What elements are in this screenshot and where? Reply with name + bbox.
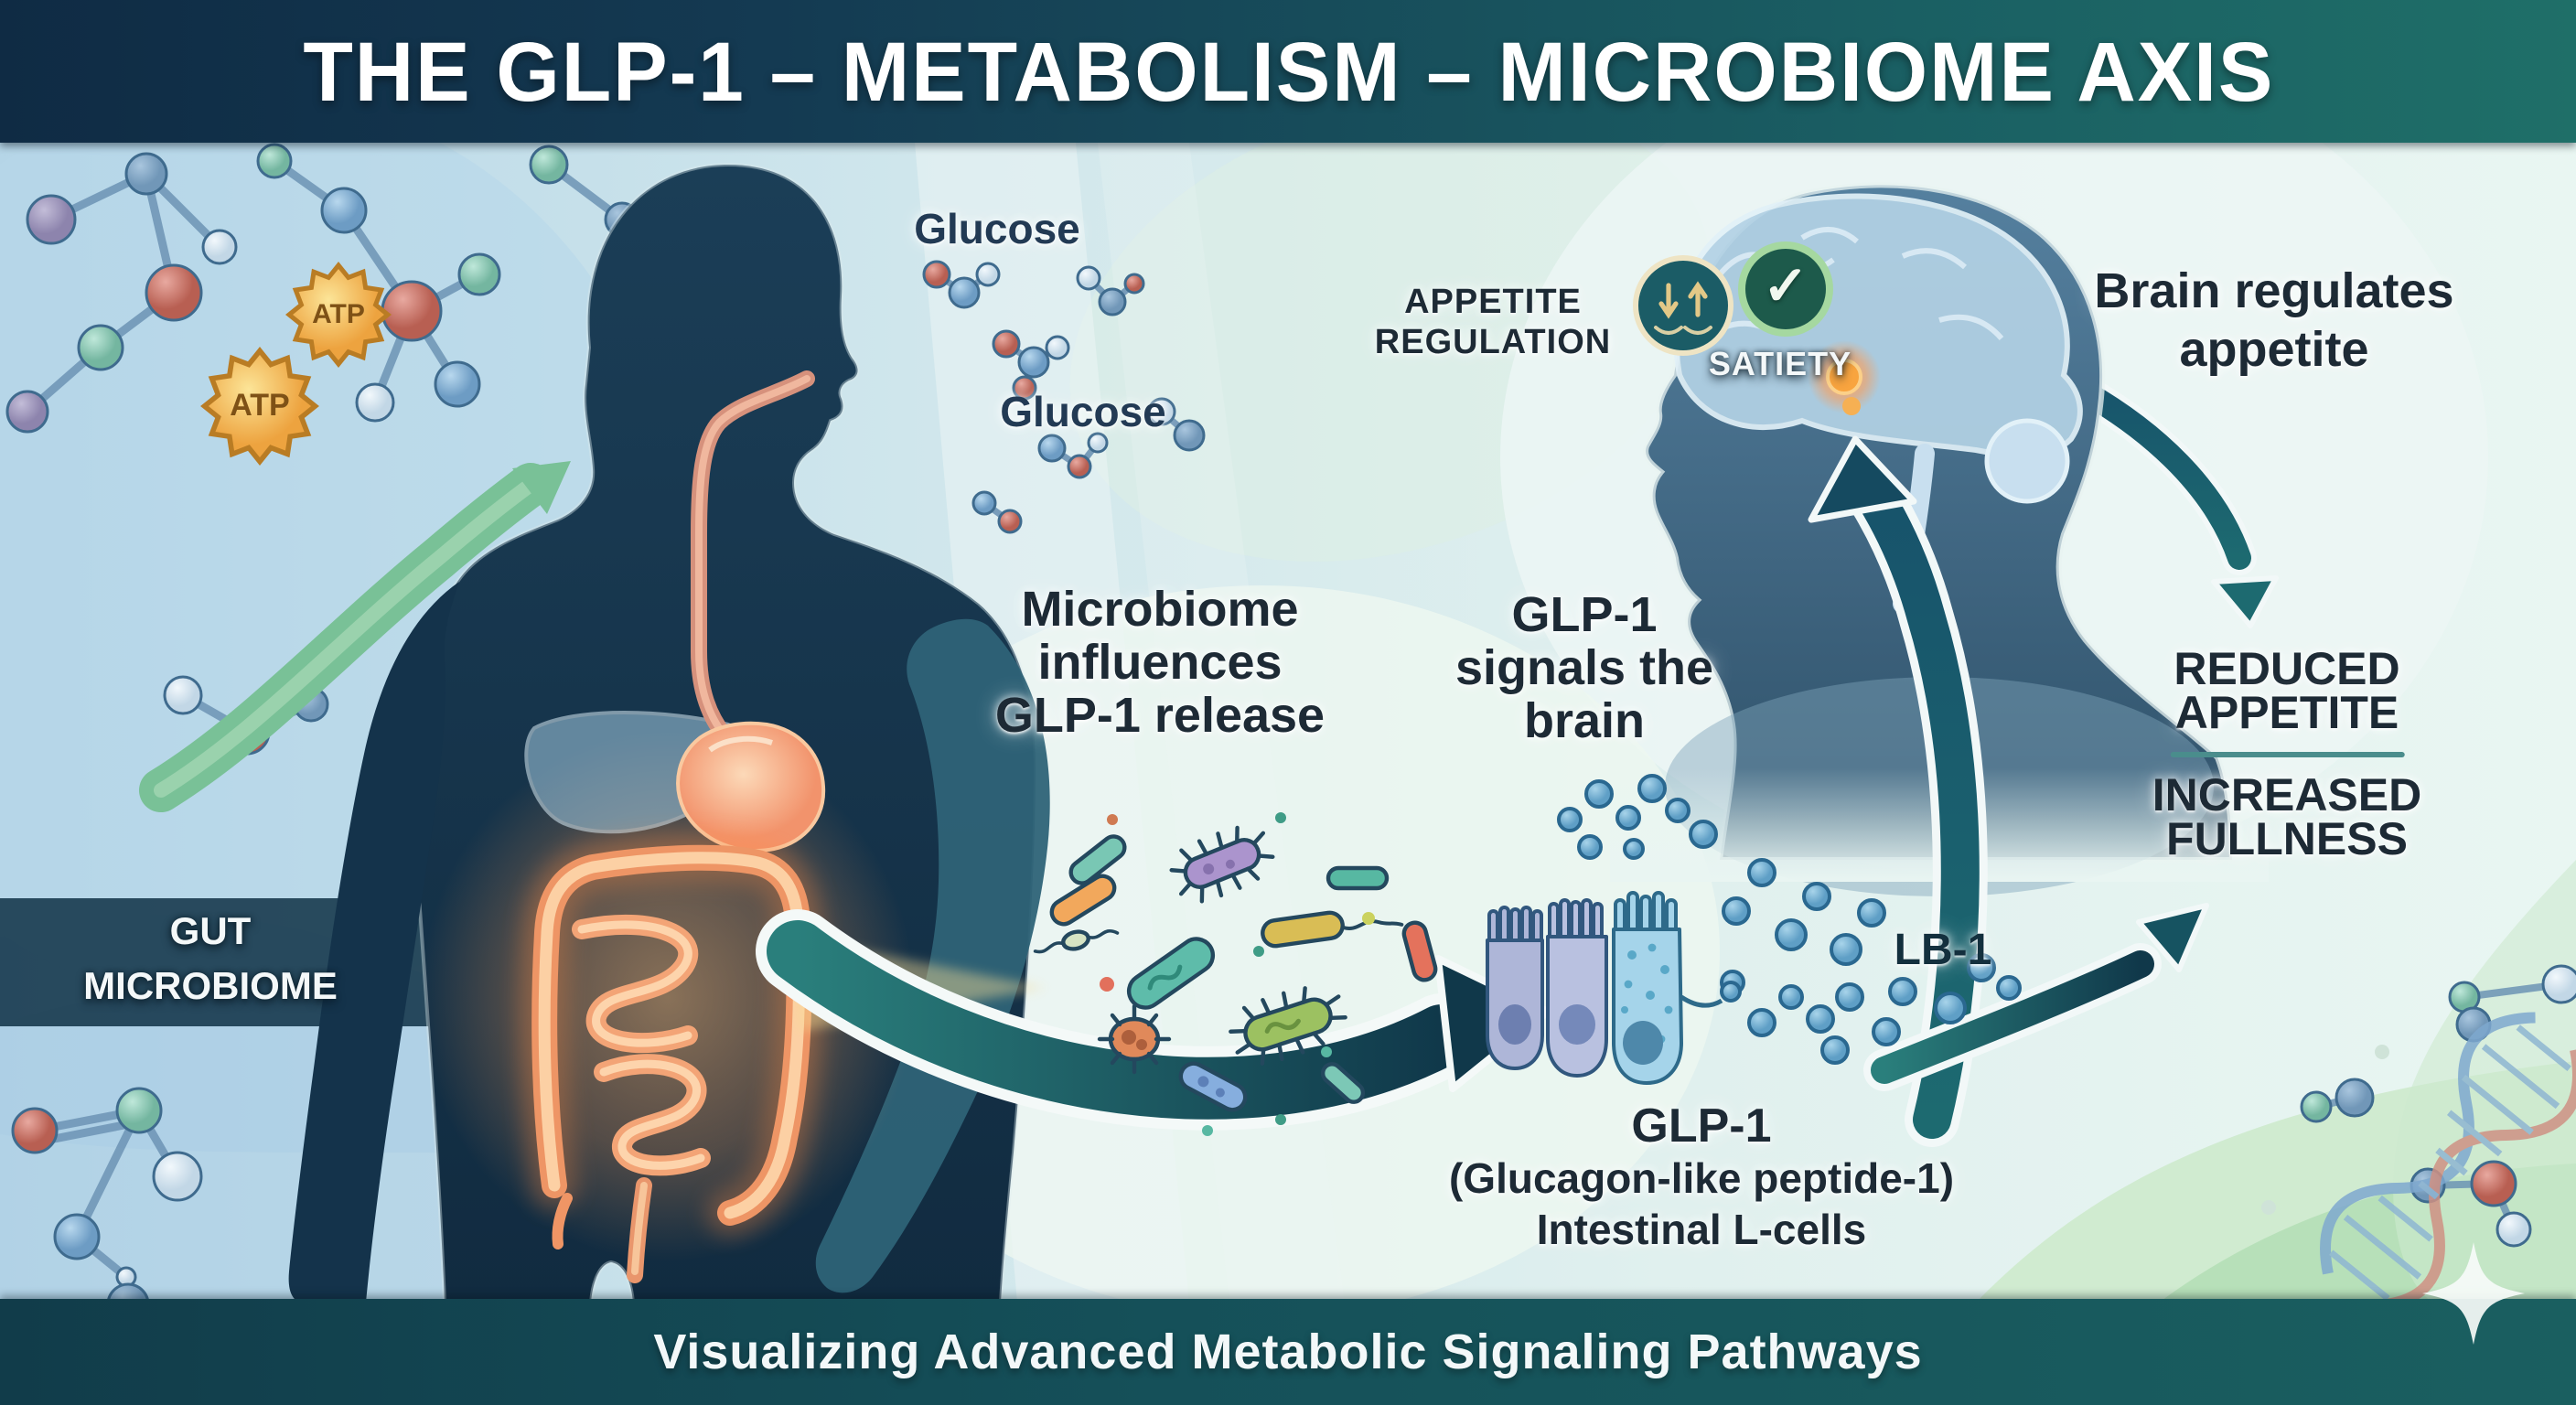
glucose-label-top: Glucose: [914, 205, 1080, 254]
satiety-check-badge: [1738, 241, 1833, 337]
note-line: signals the: [1454, 640, 1714, 695]
fullness-arrow: [1863, 903, 2209, 1091]
intestinal-lcells: [1486, 891, 1723, 1085]
glucose-text: Glucose: [914, 205, 1080, 252]
note-line: influences: [1037, 635, 1283, 690]
outcome-divider: [2170, 752, 2404, 757]
caption-line: Intestinal L-cells: [1536, 1206, 1867, 1253]
bacterium: [1049, 874, 1117, 927]
gut-line1: GUT: [169, 911, 252, 953]
note-line: appetite: [2179, 322, 2369, 377]
bacterium: [1229, 986, 1347, 1066]
note-line: GLP-1: [1511, 587, 1658, 642]
arrowhead: [1808, 435, 1917, 523]
glucose-label-bottom: Glucose: [1000, 388, 1166, 437]
small-intestine: [552, 914, 711, 1283]
energy-arrow: [139, 461, 571, 812]
page-title: THE GLP-1 – METABOLISM – MICROBIOME AXIS: [302, 24, 2274, 119]
appetite-regulation-label: APPETITE REGULATION: [1375, 284, 1611, 362]
caption-line: (Glucagon-like peptide-1): [1448, 1154, 1955, 1202]
glucose-molecules: [922, 260, 1206, 534]
lcell-2: [1546, 898, 1608, 1078]
bacterium: [1126, 937, 1216, 1010]
microbiome-cluster: [1033, 812, 1438, 1136]
atp-label-1: ATP: [312, 299, 365, 330]
outcome-line: INCREASED: [2152, 770, 2422, 821]
bacterium: [1401, 920, 1438, 982]
sparkle-icon: [2422, 1242, 2525, 1345]
bacterium: [1033, 929, 1120, 954]
caption-line: GLP-1: [1631, 1098, 1772, 1153]
appetite-balance-badge: [1633, 255, 1733, 356]
gut-line2: MICROBIOME: [83, 966, 338, 1008]
note-line: Microbiome: [1021, 582, 1299, 637]
note-line: Brain regulates: [2094, 263, 2454, 318]
page-subtitle: Visualizing Advanced Metabolic Signaling…: [653, 1324, 1923, 1378]
lcell-1: [1486, 906, 1544, 1070]
microbiome-influences-note: Microbiome influences GLP-1 release: [994, 582, 1326, 743]
right-arm: [815, 618, 1050, 1293]
cerebellum: [1984, 418, 2070, 504]
satiety-label: SATIETY: [1709, 346, 1852, 384]
gut-microbiome-label: GUT MICROBIOME: [83, 906, 338, 1015]
bacterium: [1068, 834, 1127, 885]
atp-label-2: ATP: [230, 388, 290, 423]
outcomes-block: REDUCED APPETITE INCREASED FULLNESS: [2152, 644, 2422, 865]
glucose-text: Glucose: [1000, 388, 1166, 435]
dna-helix: [2320, 1012, 2576, 1312]
outcome-line: REDUCED: [2174, 644, 2400, 695]
outcome-line: APPETITE: [2174, 688, 2399, 739]
arrowhead: [512, 461, 571, 514]
atp-badge-2: [200, 347, 319, 466]
arrowhead: [2136, 903, 2209, 972]
head-silhouette: [1633, 182, 2236, 896]
note-line: brain: [1523, 693, 1646, 748]
checkmark-icon: ✓: [1762, 257, 1809, 317]
bacterium: [1178, 1061, 1248, 1112]
glp1-signals-note: GLP-1 signals the brain: [1454, 587, 1714, 748]
lcell-caption: GLP-1 (Glucagon-like peptide-1) Intestin…: [1449, 1098, 1954, 1255]
bacterium: [1261, 910, 1404, 949]
stomach: [676, 721, 826, 853]
dots-label: LB-1: [1894, 926, 1992, 977]
esophagus: [691, 370, 815, 744]
digestive-system: [421, 370, 915, 1283]
lcell-3: [1612, 891, 1723, 1085]
bacterium: [1097, 1003, 1172, 1075]
large-intestine: [521, 833, 823, 1237]
header-banner: THE GLP-1 – METABOLISM – MICROBIOME AXIS: [0, 0, 2576, 143]
outcome-line: FULLNESS: [2166, 814, 2408, 865]
arrowhead: [2211, 575, 2279, 628]
footer-banner: Visualizing Advanced Metabolic Signaling…: [0, 1299, 2576, 1405]
note-line: APPETITE: [1404, 284, 1582, 322]
bacterium: [1320, 1062, 1366, 1104]
glp1-dots: [1557, 774, 2022, 1065]
satiety-text: SATIETY: [1708, 346, 1852, 382]
note-line: REGULATION: [1374, 323, 1612, 361]
bacterium: [1169, 825, 1275, 904]
note-line: GLP-1 release: [994, 688, 1326, 743]
dots-label-text: LB-1: [1894, 926, 1992, 975]
left-arm: [288, 582, 459, 1303]
brain-regulates-note: Brain regulates appetite: [2094, 262, 2453, 379]
atp-badge-1: [285, 262, 392, 368]
bacterium: [1326, 865, 1390, 891]
